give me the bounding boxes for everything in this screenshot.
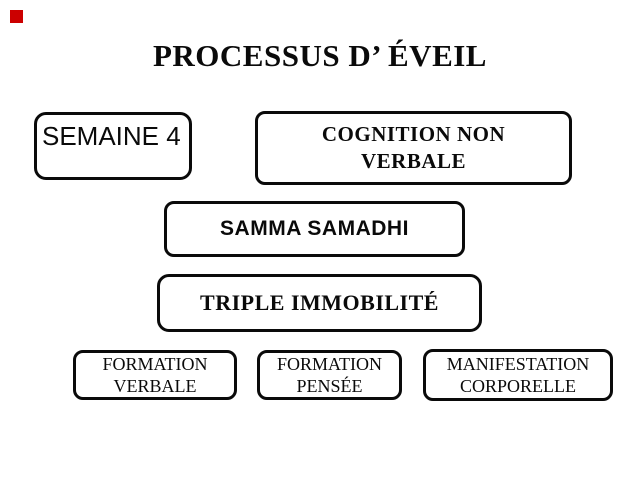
box-cognition-non-verbale: COGNITION NON VERBALE (255, 111, 572, 185)
box-semaine-4: SEMAINE 4 (34, 112, 192, 180)
box-manifestation-corporelle-label: MANIFESTATION CORPORELLE (446, 353, 590, 397)
box-samma-samadhi-label: SAMMA SAMADHI (220, 217, 409, 240)
slide-title: PROCESSUS D’ ÉVEIL (152, 38, 487, 73)
box-formation-pensee-label: FORMATION PENSÉE (276, 353, 382, 397)
box-formation-verbale: FORMATION VERBALE (73, 350, 237, 400)
box-triple-immobilite: TRIPLE IMMOBILITÉ (157, 274, 482, 332)
box-formation-verbale-label: FORMATION VERBALE (102, 353, 208, 397)
box-semaine-4-label: SEMAINE 4 (42, 121, 181, 151)
box-triple-immobilite-label: TRIPLE IMMOBILITÉ (200, 290, 439, 315)
box-cognition-non-verbale-label: COGNITION NON VERBALE (321, 121, 506, 173)
red-square-marker (10, 10, 23, 23)
box-manifestation-corporelle: MANIFESTATION CORPORELLE (423, 349, 613, 401)
box-formation-pensee: FORMATION PENSÉE (257, 350, 402, 400)
box-samma-samadhi: SAMMA SAMADHI (164, 201, 465, 257)
